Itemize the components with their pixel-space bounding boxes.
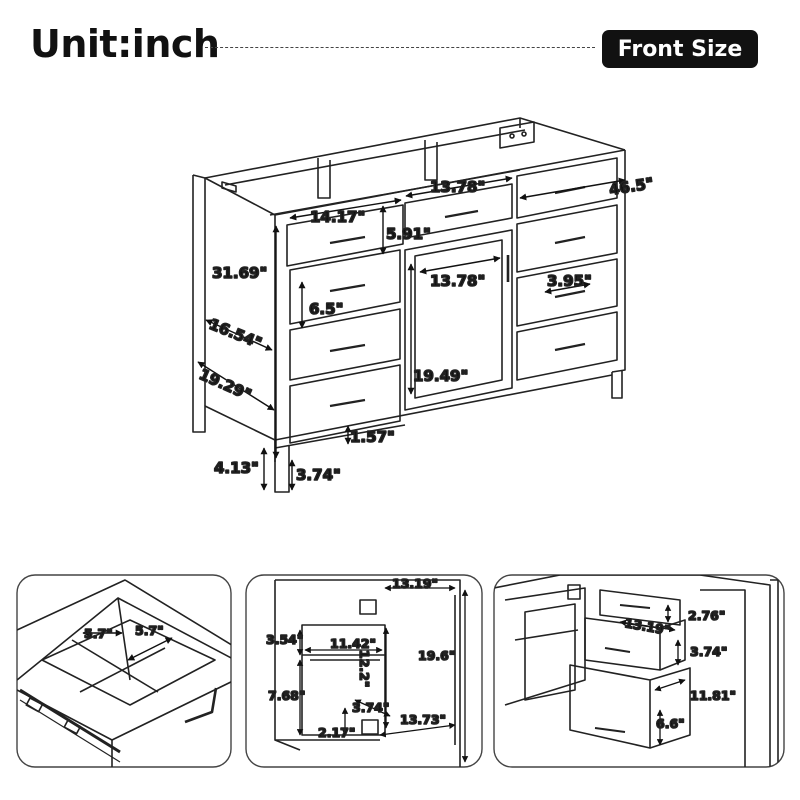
dim-bottom-width: 13.73" <box>400 712 446 727</box>
dim-door-top-offset: 3.54" <box>266 632 303 647</box>
badge-label: Front Size <box>617 36 743 62</box>
dim-lower-drawer-height: 6.6" <box>656 716 685 731</box>
detail-panel-drawer <box>16 574 232 768</box>
dim-top-center-width: 13.78" <box>430 178 485 196</box>
dim-cabinet-height: 19.6" <box>418 648 455 663</box>
detail-panel-side <box>493 574 785 768</box>
unit-label: Unit:inch <box>30 22 220 66</box>
dim-inner-depth: 16.54" <box>207 315 265 352</box>
dim-left-compartment: 5.7" <box>84 626 113 641</box>
dim-side-drawer-width: 13.19" <box>623 615 671 638</box>
dim-side-drawer-height: 3.74" <box>690 644 727 659</box>
dim-shelf-height: 12.2" <box>357 650 372 687</box>
dim-leg-height: 4.13" <box>214 459 259 477</box>
dim-hinge-gap: 3.74" <box>352 700 389 715</box>
dim-shelf-width: 11.42" <box>330 636 376 651</box>
header-divider <box>205 47 595 48</box>
cabinet-body <box>192 117 626 493</box>
center-door <box>404 229 513 411</box>
dim-right-drawer-handle: 3.95" <box>547 272 592 290</box>
dim-side-drawer-depth: 11.81" <box>690 688 736 703</box>
dim-door-top-width: 13.19" <box>392 576 438 591</box>
dim-slot-height: 2.76" <box>688 608 725 623</box>
front-size-badge: Front Size <box>602 30 758 68</box>
dim-total-height: 31.69" <box>212 264 267 282</box>
left-drawer-stack <box>286 204 404 444</box>
dim-door-width: 13.78" <box>430 272 485 290</box>
dim-bottom-offset: 2.17" <box>318 725 355 740</box>
dim-center-drawer-height: 5.91" <box>386 225 431 243</box>
dim-total-width: 46.5" <box>608 174 655 199</box>
dim-leg-width: 3.74" <box>296 466 341 484</box>
dim-bottom-gap: 1.57" <box>350 428 395 446</box>
dim-door-height: 19.49" <box>413 367 468 385</box>
dim-left-drawer-height: 6.5" <box>309 300 343 318</box>
dim-right-compartment: 5.7" <box>135 623 164 638</box>
bracket-right <box>499 121 535 149</box>
right-drawer-stack <box>516 157 618 381</box>
dim-lower-height: 7.68" <box>268 688 305 703</box>
main-dimension-lines <box>197 175 626 491</box>
detail-panel-door <box>245 574 483 768</box>
dim-left-drawer-width: 14.17" <box>310 208 365 226</box>
bracket-left <box>221 181 237 193</box>
